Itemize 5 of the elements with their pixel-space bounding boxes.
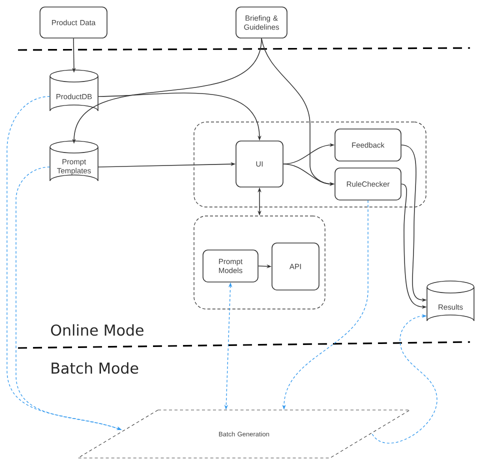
mode-label: Online Mode xyxy=(51,324,144,336)
group-box xyxy=(194,216,326,310)
arrow xyxy=(372,314,438,444)
group-box xyxy=(194,122,426,208)
mode-label: Batch Mode xyxy=(52,362,138,374)
